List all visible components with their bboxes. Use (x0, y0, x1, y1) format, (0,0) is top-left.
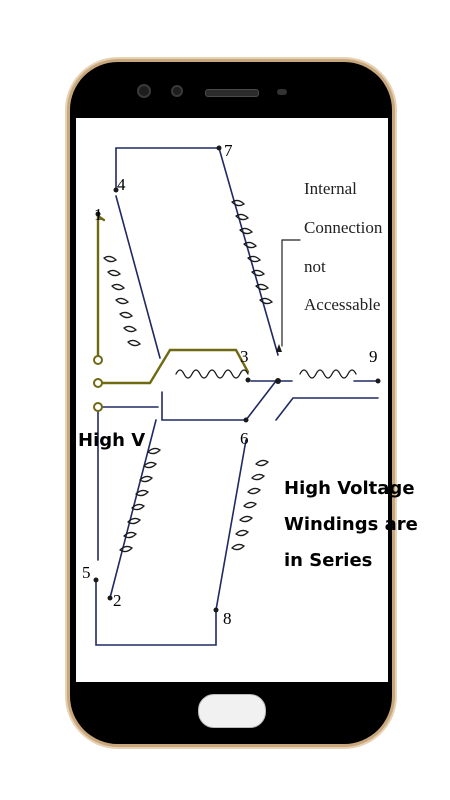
terminal-label-4: 4 (117, 175, 126, 194)
high-v-terminal-3 (93, 402, 103, 412)
high-v-terminal-2 (93, 378, 103, 388)
power-button (390, 266, 394, 310)
terminal-dot-3 (245, 377, 251, 383)
screen (76, 118, 388, 682)
winding-coil-7 (231, 199, 274, 305)
wire-8-bottom (95, 579, 217, 646)
note-line-4: Accessable (304, 295, 380, 314)
terminal-dot-5 (93, 577, 99, 583)
caption-line-1: High Voltage (284, 478, 415, 499)
terminal-label-9: 9 (369, 347, 378, 366)
internal-connection-note: Internal Connection not Accessable (304, 179, 383, 314)
winding-coil-1-4 (103, 255, 142, 347)
terminal-label-8: 8 (223, 609, 232, 628)
winding-coil-2-5 (119, 447, 162, 553)
terminal-label-5: 5 (82, 563, 91, 582)
terminal-dot-1 (95, 211, 101, 217)
note-line-1: Internal (304, 179, 357, 198)
terminal-dot-6 (243, 417, 249, 423)
terminal-label-6: 6 (240, 429, 249, 448)
arrow-icon (276, 344, 282, 352)
wire-6-out (275, 397, 379, 421)
winding-coil-9 (299, 369, 357, 379)
high-v-wire-center (96, 348, 250, 385)
terminal-dot-2 (107, 595, 113, 601)
wire-6-center (245, 380, 277, 421)
winding-7-lead (218, 147, 279, 356)
wire-low-return (161, 391, 247, 421)
terminal-dot-9 (375, 378, 381, 384)
caption-line-2: Windings are (284, 514, 418, 535)
speaker-icon (205, 89, 259, 97)
high-v-terminal-1 (93, 355, 103, 365)
terminal-dot-4 (113, 187, 119, 193)
terminal-label-2: 2 (113, 591, 122, 610)
volume-button (66, 222, 70, 266)
proximity-sensor-icon (277, 89, 287, 95)
terminal-dot-8 (213, 607, 219, 613)
home-button-icon[interactable] (198, 694, 266, 728)
caption-line-3: in Series (284, 550, 372, 571)
note-line-3: not (304, 257, 326, 276)
terminal-labels: 1 2 3 4 5 6 7 8 9 (82, 141, 378, 628)
high-v-label: High V (78, 430, 145, 451)
caption: High Voltage Windings are in Series (284, 478, 418, 571)
note-line-2: Connection (304, 218, 383, 237)
terminal-dot-7 (216, 145, 222, 151)
winding-coil-6-8 (231, 459, 270, 551)
front-camera-icon (137, 84, 151, 98)
terminal-label-3: 3 (240, 347, 249, 366)
winding-coil-3 (175, 369, 249, 379)
winding-4-lead (115, 195, 161, 359)
terminal-label-7: 7 (224, 141, 233, 160)
terminal-label-1: 1 (94, 205, 103, 224)
winding-6-8-lead (215, 439, 247, 611)
sensor-icon (171, 85, 183, 97)
terminal-dot-center (275, 378, 281, 384)
